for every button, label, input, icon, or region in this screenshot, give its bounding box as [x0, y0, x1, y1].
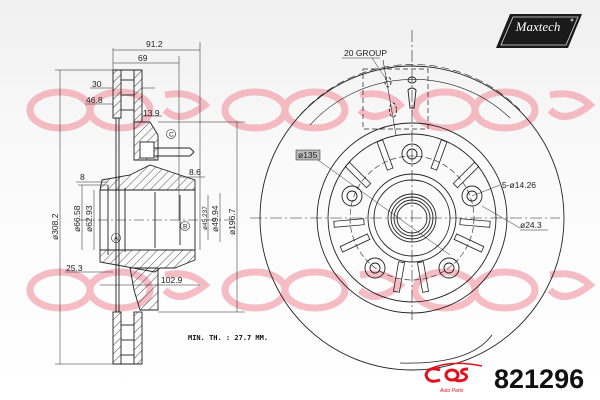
cross-section-view [55, 42, 245, 365]
watermark-logo-2 [221, 88, 406, 132]
watermark-logo-3 [411, 88, 596, 132]
cooling-vanes [333, 139, 491, 293]
min-thickness-note: MIN. TH. : 27.7 MM. [188, 334, 268, 342]
dim-dia-outer: ø308.2 [50, 213, 60, 240]
callout-a: A [114, 236, 119, 243]
dim-dia-62-93: ø62.93 [84, 205, 94, 232]
bolt-holes [341, 143, 483, 279]
callout-b: B [183, 224, 187, 231]
gos-logo [424, 362, 483, 383]
bolt-circle-label: ø135 [298, 150, 318, 160]
group-label: 20 GROUP [344, 48, 387, 58]
callout-c: C [169, 132, 174, 139]
maxtech-logo-text: Maxtech [515, 19, 561, 34]
part-number: 821296 [494, 364, 585, 394]
dim-30: 30 [92, 79, 102, 89]
dim-overall-width: 91.2 [146, 39, 163, 49]
dim-hub-width: 69 [138, 53, 148, 63]
dim-25-3: 25.3 [66, 263, 83, 273]
registered-mark-icon [570, 18, 574, 22]
maxtech-logo [496, 14, 582, 48]
dim-dia-45-237: ø45.237 [202, 206, 209, 230]
front-dimension-labels: 20 GROUP ø135 5-ø14.26 ø24.3 [295, 48, 542, 230]
bolt-holes-label: 5-ø14.26 [502, 180, 536, 190]
watermark-logo-5 [221, 268, 406, 312]
bolt-circle-label-bg [295, 149, 321, 161]
group-detail-box [362, 68, 429, 130]
dim-8-6: 8.6 [189, 167, 201, 177]
side-dimension-labels: 91.2 69 30 46.8 13.9 8 8.6 25.3 102.9 ø3… [50, 39, 268, 342]
dim-dia-66-58: ø66.58 [72, 205, 82, 232]
watermark-logo-6 [411, 268, 596, 312]
hole-dia-label: ø24.3 [520, 220, 542, 230]
dim-46-8: 46.8 [86, 95, 103, 105]
gos-logo-sub: Auto Parts [439, 388, 464, 394]
dim-dia-196-7: ø196.7 [227, 208, 237, 235]
dim-102-9: 102.9 [161, 275, 183, 285]
dim-dia-49-94: ø49.94 [210, 205, 220, 232]
watermark-group [26, 88, 596, 312]
dim-13-9: 13.9 [143, 108, 160, 118]
front-view [250, 30, 565, 371]
dim-8: 8 [80, 172, 85, 182]
